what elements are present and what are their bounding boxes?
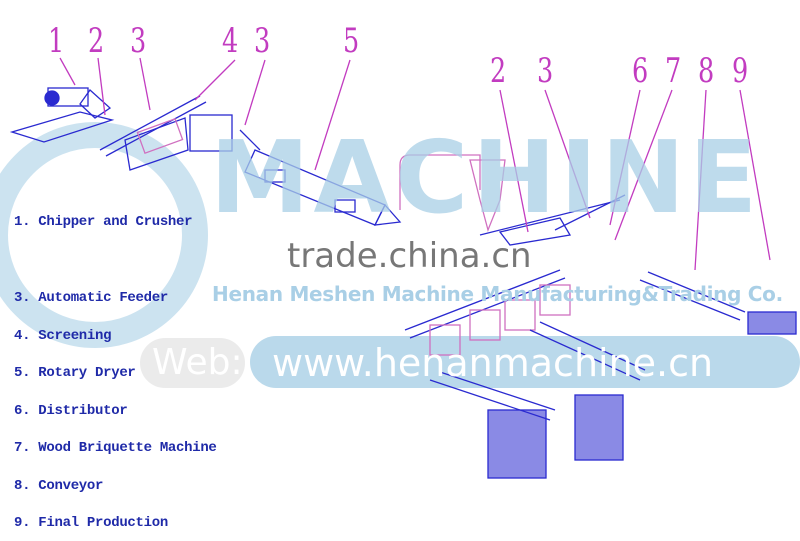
watermark-logo: MACHINE <box>210 119 762 236</box>
callout-number: 5 <box>343 21 360 61</box>
callout-number: 2 <box>490 51 507 91</box>
callout-number: 1 <box>48 21 65 61</box>
output-conveyors <box>429 271 746 421</box>
distributor-conveyor <box>404 194 626 339</box>
chipper-crusher <box>9 87 115 143</box>
watermark-web-label: Web: <box>152 342 243 383</box>
cyclone-pipes <box>399 154 506 233</box>
final-product-pallets <box>487 311 797 479</box>
callout-number: 6 <box>632 51 649 91</box>
briquette-machines <box>429 284 571 356</box>
callout-number: 2 <box>88 21 105 61</box>
watermark-company: Henan Meshen Machine Manufacturing&Tradi… <box>212 282 783 306</box>
callout-number: 9 <box>732 51 749 91</box>
legend-item: 1. Chipper and Crusher <box>14 214 193 230</box>
callout-number: 3 <box>254 21 271 61</box>
callout-leaders <box>59 57 771 271</box>
legend-item: 8. Conveyor <box>14 478 104 494</box>
screening-machine <box>124 114 233 171</box>
legend-item: 4. Screening <box>14 328 112 344</box>
callout-number: 3 <box>130 21 147 61</box>
callout-number: 7 <box>665 51 682 91</box>
callout-number: 3 <box>537 51 554 91</box>
watermark-url: www.henanmachine.cn <box>272 341 714 385</box>
callout-number: 4 <box>222 21 239 61</box>
watermark-site: trade.china.cn <box>287 236 532 276</box>
rotary-dryer <box>239 129 402 226</box>
callout-number: 8 <box>698 51 715 91</box>
legend-item: 9. Final Production <box>14 515 168 531</box>
legend-item: 5. Rotary Dryer <box>14 365 136 381</box>
legend-item: 7. Wood Briquette Machine <box>14 440 217 456</box>
legend-item: 3. Automatic Feeder <box>14 290 168 306</box>
legend-item: 6. Distributor <box>14 403 128 419</box>
